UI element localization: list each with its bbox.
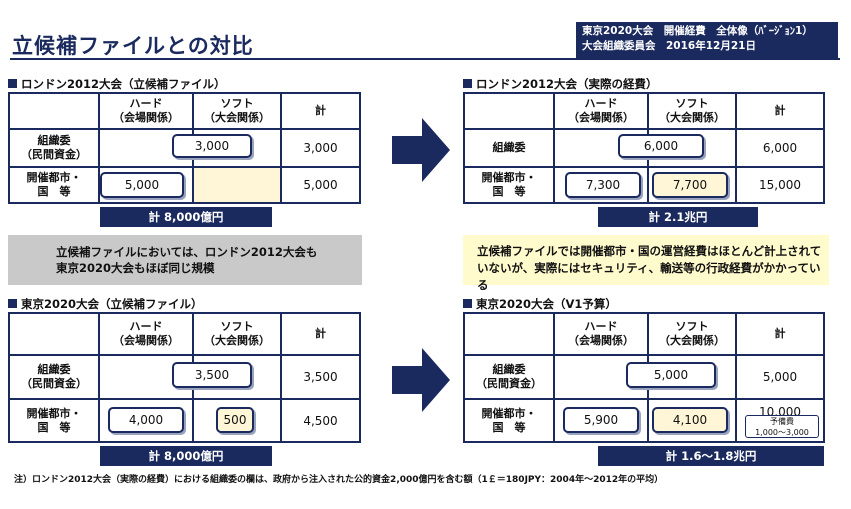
reserve-range: 1,000～3,000 (755, 428, 809, 437)
row-label-organizer: 組織委 （民間資金） (21, 134, 87, 161)
section-heading-text: ロンドン2012大会（立候補ファイル） (21, 77, 226, 91)
soft-value-pill: 7,700 (652, 172, 728, 198)
arrow-right-icon (392, 118, 450, 182)
row-label-city: 開催都市・ 国 等 (481, 406, 537, 434)
info-line-1: 東京2020大会 開催経費 全体像（ﾊﾞｰｼﾞｮﾝ1） (582, 25, 813, 37)
soft-value-pill: 500 (216, 407, 254, 433)
table-london-actual: ハード （会場関係） ソフト （大会関係） 計 組織委 開催都市・ 国 等 6,… (463, 92, 825, 204)
note-left: 立候補ファイルにおいては、ロンドン2012大会も 東京2020大会もほぼ同じ規模 (8, 235, 362, 285)
title-divider (10, 58, 840, 60)
reserve-fund-box: 予備費 1,000～3,000 (745, 415, 819, 438)
section-heading-tokyo-v1: 東京2020大会（V1予算） (463, 296, 617, 312)
footnote: 注）ロンドン2012大会（実際の経費）における組織委の欄は、政府から注入された公… (14, 475, 664, 485)
header-total: 計 (315, 327, 326, 340)
header-total: 計 (315, 104, 326, 117)
note-left-text: 立候補ファイルにおいては、ロンドン2012大会も 東京2020大会もほぼ同じ規模 (56, 245, 318, 275)
row-label-city: 開催都市・ 国 等 (26, 406, 82, 434)
total-value: 4,500 (303, 413, 338, 428)
total-value: 3,000 (303, 141, 338, 155)
organizer-value-pill: 3,000 (172, 134, 252, 158)
header-soft: ソフト （大会関係） (659, 320, 725, 347)
header-hard: ハード （会場関係） (113, 97, 179, 124)
section-heading-tokyo-bid: 東京2020大会（立候補ファイル） (8, 296, 203, 312)
hard-value-pill: 5,900 (563, 407, 639, 433)
total-value: 5,000 (303, 178, 338, 192)
grand-total-bar: 計 1.6～1.8兆円 (598, 446, 824, 466)
header-soft: ソフト （大会関係） (204, 320, 270, 347)
grand-total-bar: 計 8,000億円 (100, 446, 272, 466)
total-value: 6,000 (762, 141, 798, 155)
section-heading-london-actual: ロンドン2012大会（実際の経費） (463, 76, 658, 92)
arrow-right-icon (392, 348, 450, 412)
organizer-value-pill: 3,500 (172, 362, 252, 388)
row-label-organizer: 組織委 (492, 141, 526, 154)
info-line-2: 大会組織委員会 2016年12月21日 (582, 40, 756, 52)
header-total: 計 (774, 104, 786, 117)
info-box: 東京2020大会 開催経費 全体像（ﾊﾞｰｼﾞｮﾝ1） 大会組織委員会 2016… (576, 22, 838, 58)
row-label-organizer: 組織委 （民間資金） (21, 363, 87, 390)
section-heading-text: ロンドン2012大会（実際の経費） (476, 77, 658, 91)
row-label-organizer: 組織委 （民間資金） (476, 363, 542, 390)
header-total: 計 (774, 327, 786, 340)
header-hard: ハード （会場関係） (568, 320, 634, 347)
bullet-square-icon (463, 299, 472, 308)
total-value: 3,500 (303, 370, 338, 384)
grand-total-bar: 計 2.1兆円 (598, 207, 758, 227)
bullet-square-icon (463, 79, 472, 88)
row-label-city: 開催都市・ 国 等 (481, 171, 537, 198)
soft-yellow-cell (194, 168, 280, 202)
page-title: 立候補ファイルとの対比 (12, 34, 254, 58)
organizer-value-pill: 5,000 (626, 362, 716, 388)
header-hard: ハード （会場関係） (113, 320, 179, 347)
soft-value-pill: 4,100 (652, 407, 728, 433)
bullet-square-icon (8, 299, 17, 308)
bullet-square-icon (8, 79, 17, 88)
section-heading-text: 東京2020大会（立候補ファイル） (21, 297, 203, 311)
total-value: 5,000 (762, 370, 798, 384)
organizer-value-pill: 6,000 (618, 134, 704, 158)
section-heading-text: 東京2020大会（V1予算） (476, 297, 617, 311)
hard-value-pill: 7,300 (565, 172, 641, 198)
hard-value-pill: 5,000 (100, 172, 184, 198)
header-soft: ソフト （大会関係） (204, 97, 270, 124)
header-soft: ソフト （大会関係） (659, 97, 725, 124)
note-right-text: 立候補ファイルでは開催都市・国の運営経費はほとんど計上されて いないが、実際には… (477, 244, 822, 292)
section-heading-london-bid: ロンドン2012大会（立候補ファイル） (8, 76, 226, 92)
grand-total-bar: 計 8,000億円 (100, 207, 272, 227)
header-hard: ハード （会場関係） (568, 97, 634, 124)
hard-value-pill: 4,000 (108, 407, 184, 433)
reserve-label: 予備費 (770, 417, 794, 426)
row-label-city: 開催都市・ 国 等 (26, 171, 82, 198)
note-right: 立候補ファイルでは開催都市・国の運営経費はほとんど計上されて いないが、実際には… (463, 235, 829, 292)
total-value: 15,000 (759, 178, 801, 192)
table-london-bid: ハード （会場関係） ソフト （大会関係） 計 組織委 （民間資金） 開催都市・… (8, 92, 361, 204)
